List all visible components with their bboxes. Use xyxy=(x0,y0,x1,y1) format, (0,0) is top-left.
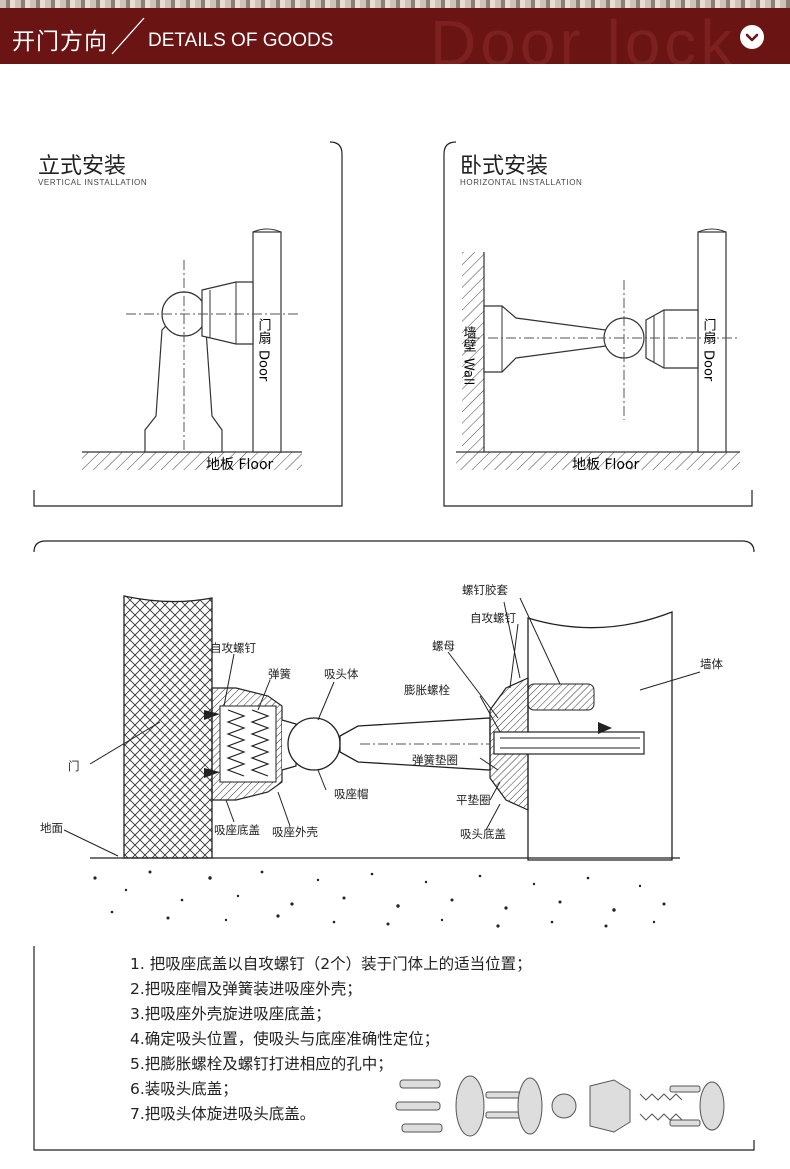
label-head-body: 吸头体 xyxy=(324,667,359,681)
step-4: 4.确定吸头位置，使吸头与底座准确性定位； xyxy=(130,1030,440,1048)
installation-steps: 1. 把吸座底盖以自攻螺钉（2个）装于门体上的适当位置； 2.把吸座帽及弹簧装进… xyxy=(130,952,532,1127)
label-ground: 地面 xyxy=(40,821,63,835)
step-1: 1. 把吸座底盖以自攻螺钉（2个）装于门体上的适当位置； xyxy=(130,955,532,973)
header-bar: Door lock 开门方向 DETAILS OF GOODS xyxy=(0,0,790,64)
label-spring-washer: 弹簧垫圈 xyxy=(412,753,458,767)
ground-speckles xyxy=(93,870,666,928)
vertical-title: 立式安装 xyxy=(38,154,127,179)
parts-section-diagram: 自攻螺钉 弹簧 吸头体 螺钉胶套 自攻螺钉 螺母 膨胀螺栓 墙体 门 弹簧垫圈 … xyxy=(40,583,723,928)
horizontal-subtitle: Horizontal installation xyxy=(460,178,583,187)
label-self-tap-screw-right: 自攻螺钉 xyxy=(470,611,516,625)
label-seat-base-cover: 吸座底盖 xyxy=(214,823,260,837)
chevron-down-icon[interactable] xyxy=(740,25,764,49)
header-title-cn: 开门方向 xyxy=(12,29,108,55)
vertical-install-diagram: 门扇 Door 地板 Floor xyxy=(82,228,302,473)
label-flat-washer: 平垫圈 xyxy=(456,793,491,807)
label-nut: 螺母 xyxy=(432,639,455,653)
label-self-tap-screw-left: 自攻螺钉 xyxy=(210,641,256,655)
label-seat-shell: 吸座外壳 xyxy=(272,825,318,839)
horizontal-door-label-cn: 门扇 xyxy=(701,318,717,344)
vertical-subtitle: Vertical installation xyxy=(38,178,148,187)
header-slash-divider xyxy=(111,17,145,55)
label-spring: 弹簧 xyxy=(268,667,291,681)
horizontal-wall-label-en: Wall xyxy=(461,358,476,385)
label-screw-sleeve: 螺钉胶套 xyxy=(462,583,508,597)
step-2: 2.把吸座帽及弹簧装进吸座外壳； xyxy=(130,980,362,998)
step-5: 5.把膨胀螺栓及螺钉打进相应的孔中； xyxy=(130,1055,393,1073)
header-watermark: Door lock xyxy=(430,7,737,64)
label-door: 门 xyxy=(68,759,80,773)
horizontal-door-label-en: Door xyxy=(701,350,716,382)
vertical-door-label-en: Door xyxy=(256,350,271,382)
header-texture xyxy=(0,0,790,8)
label-wall-body: 墙体 xyxy=(700,657,723,671)
label-head-base-cover: 吸头底盖 xyxy=(460,827,506,841)
step-7: 7.把吸头体旋进吸头底盖。 xyxy=(130,1105,316,1123)
exploded-parts-illustration xyxy=(395,1075,725,1137)
horizontal-floor-label: 地板 Floor xyxy=(572,457,640,473)
vertical-door-label-cn: 门扇 xyxy=(256,318,272,344)
horizontal-title: 卧式安装 xyxy=(460,154,549,179)
label-seat-cap: 吸座帽 xyxy=(334,787,369,801)
vertical-floor-label: 地板 Floor xyxy=(206,457,274,473)
step-6: 6.装吸头底盖； xyxy=(130,1080,238,1098)
label-expansion-bolt: 膨胀螺栓 xyxy=(404,683,450,697)
step-3: 3.把吸座外壳旋进吸座底盖； xyxy=(130,1005,331,1023)
horizontal-install-diagram: 墙壁 Wall 门扇 Door 地板 Floor xyxy=(456,228,740,473)
header-title-en: DETAILS OF GOODS xyxy=(148,30,334,51)
horizontal-wall-label-cn: 墙壁 xyxy=(461,326,477,352)
